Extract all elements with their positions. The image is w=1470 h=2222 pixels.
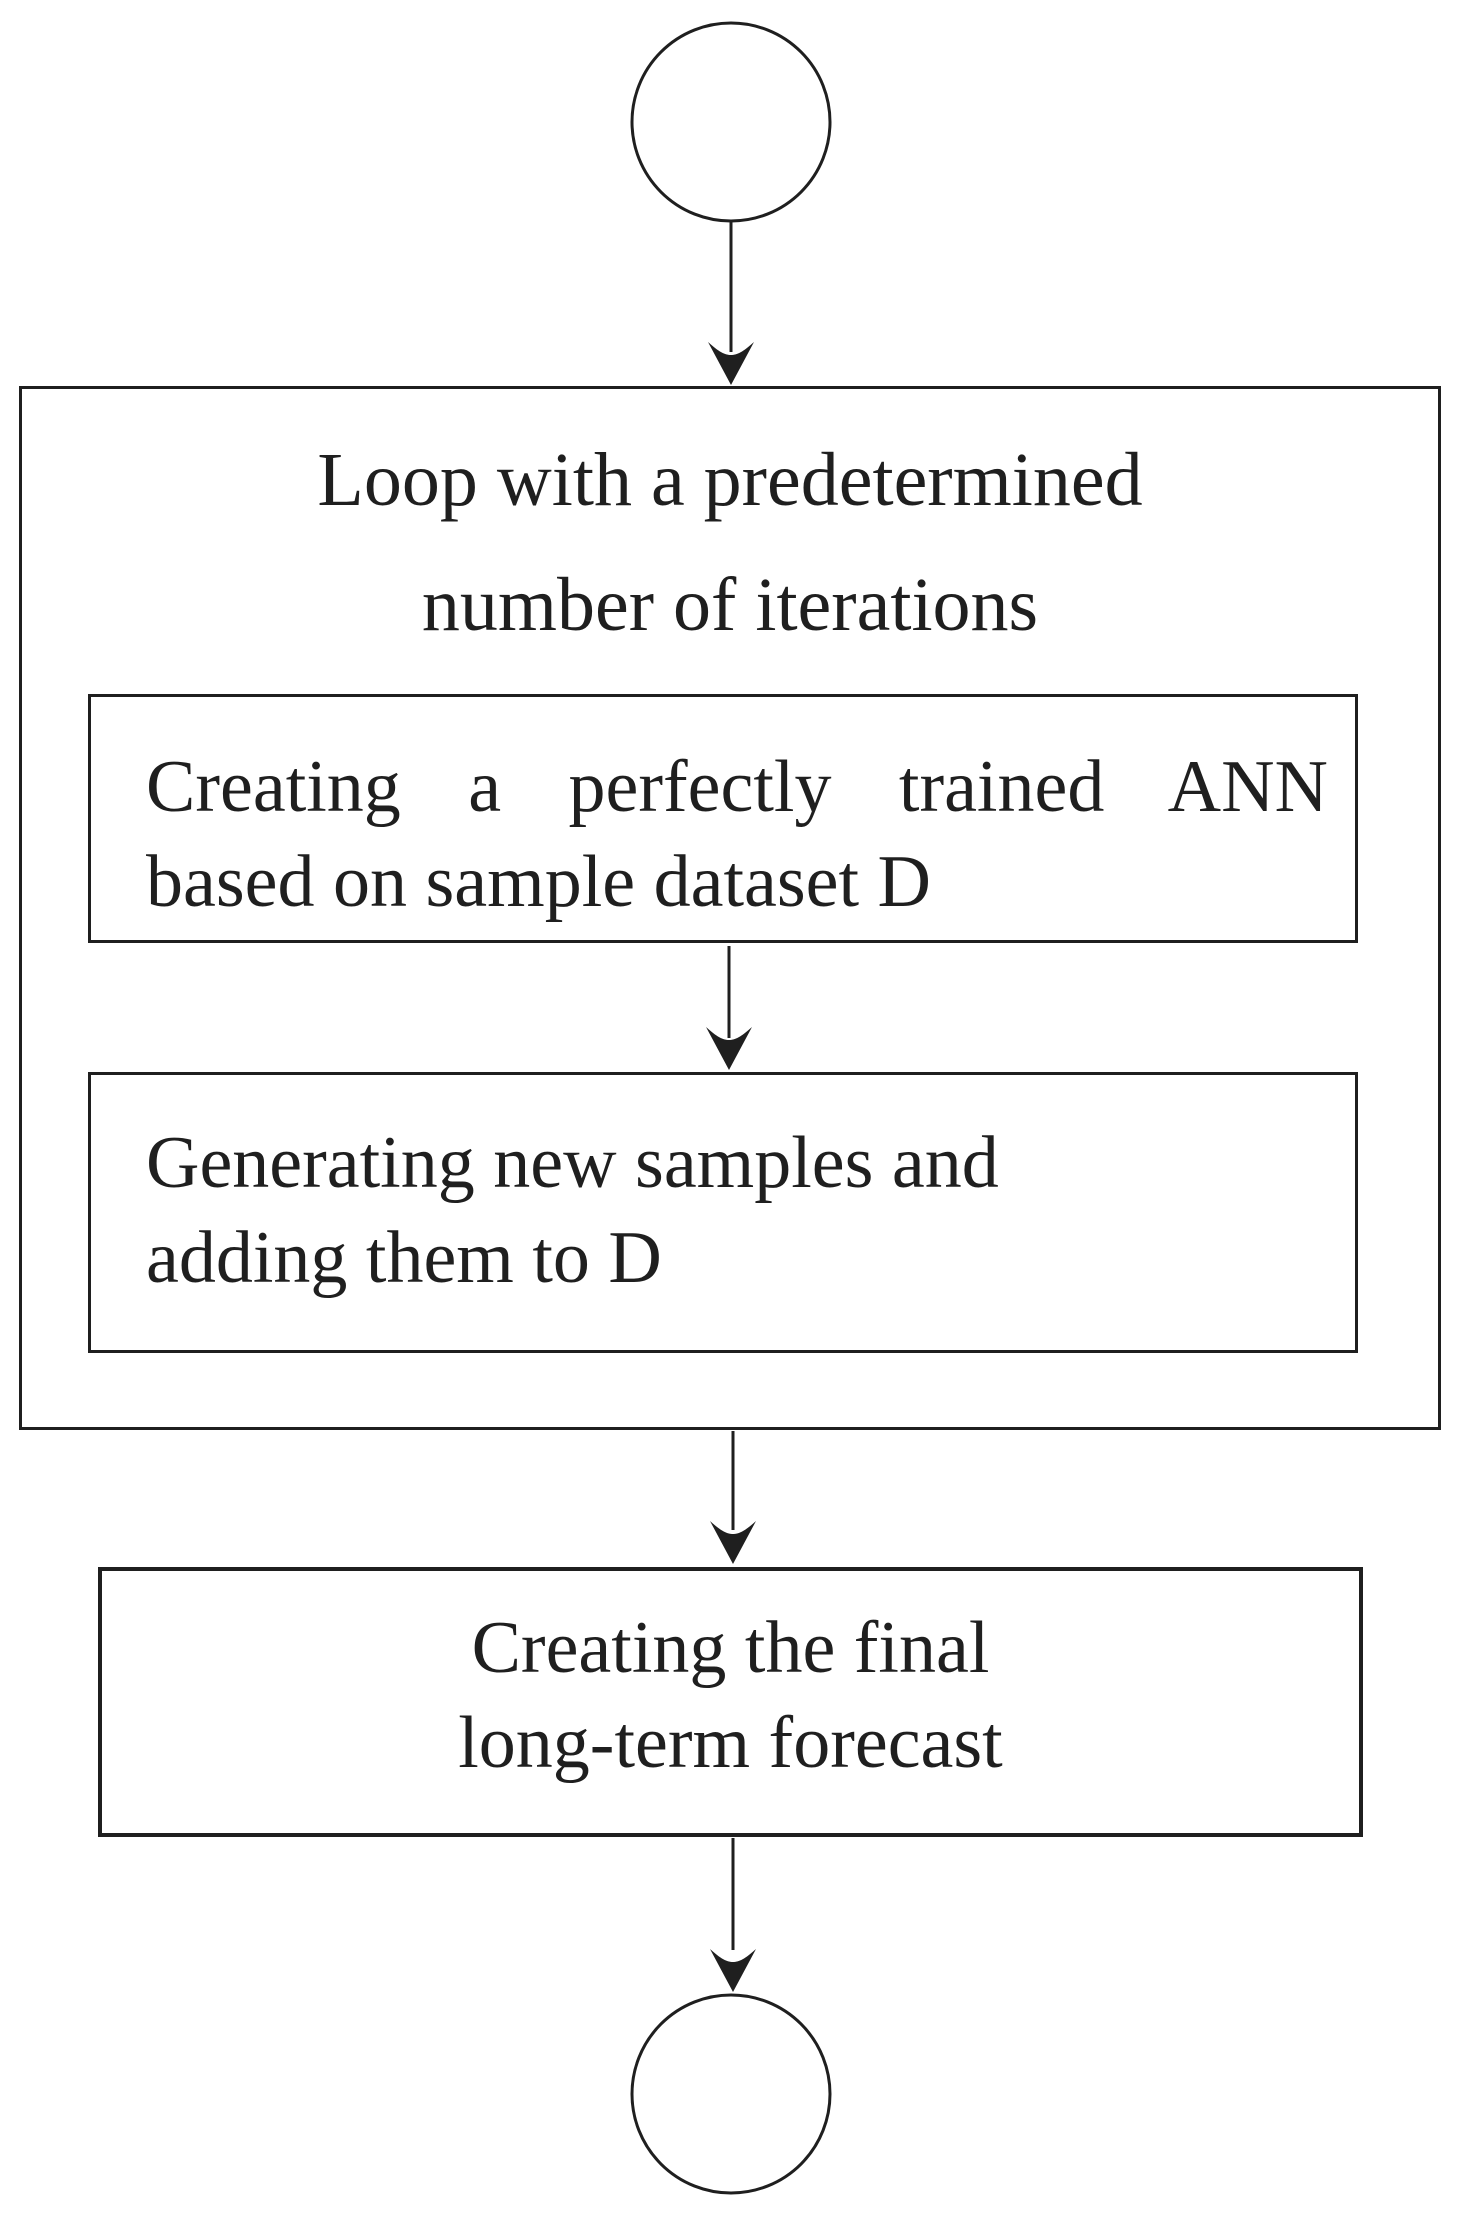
end-node-circle bbox=[630, 1993, 832, 2195]
step-create-ann-line1: Creating a perfectly trained ANN bbox=[146, 746, 1328, 828]
loop-title-line1: Loop with a predetermined bbox=[317, 438, 1143, 522]
step-create-ann-line2: based on sample dataset D bbox=[146, 841, 931, 923]
arrow-step1-to-step2 bbox=[706, 946, 752, 1070]
arrow-loop-to-final bbox=[710, 1431, 756, 1564]
start-node-circle bbox=[630, 21, 832, 223]
final-forecast-box: Creating the final long-term forecast bbox=[98, 1567, 1363, 1837]
step-generate-samples-line1: Generating new samples and bbox=[146, 1122, 999, 1204]
loop-title: Loop with a predetermined number of iter… bbox=[22, 418, 1438, 668]
final-forecast-line1: Creating the final bbox=[471, 1607, 990, 1689]
loop-container-box: Loop with a predetermined number of iter… bbox=[19, 386, 1441, 1430]
step-create-ann-text: Creating a perfectly trained ANN based o… bbox=[91, 697, 1355, 930]
loop-title-line2: number of iterations bbox=[421, 563, 1039, 647]
step-box-create-ann: Creating a perfectly trained ANN based o… bbox=[88, 694, 1358, 943]
final-forecast-text: Creating the final long-term forecast bbox=[102, 1601, 1359, 1791]
final-forecast-line2: long-term forecast bbox=[458, 1702, 1003, 1784]
arrow-start-to-loop bbox=[708, 221, 754, 385]
step-generate-samples-text: Generating new samples and adding them t… bbox=[91, 1075, 1355, 1306]
arrow-final-to-end bbox=[710, 1838, 756, 1992]
step-generate-samples-line2: adding them to D bbox=[146, 1217, 662, 1299]
step-box-generate-samples: Generating new samples and adding them t… bbox=[88, 1072, 1358, 1353]
